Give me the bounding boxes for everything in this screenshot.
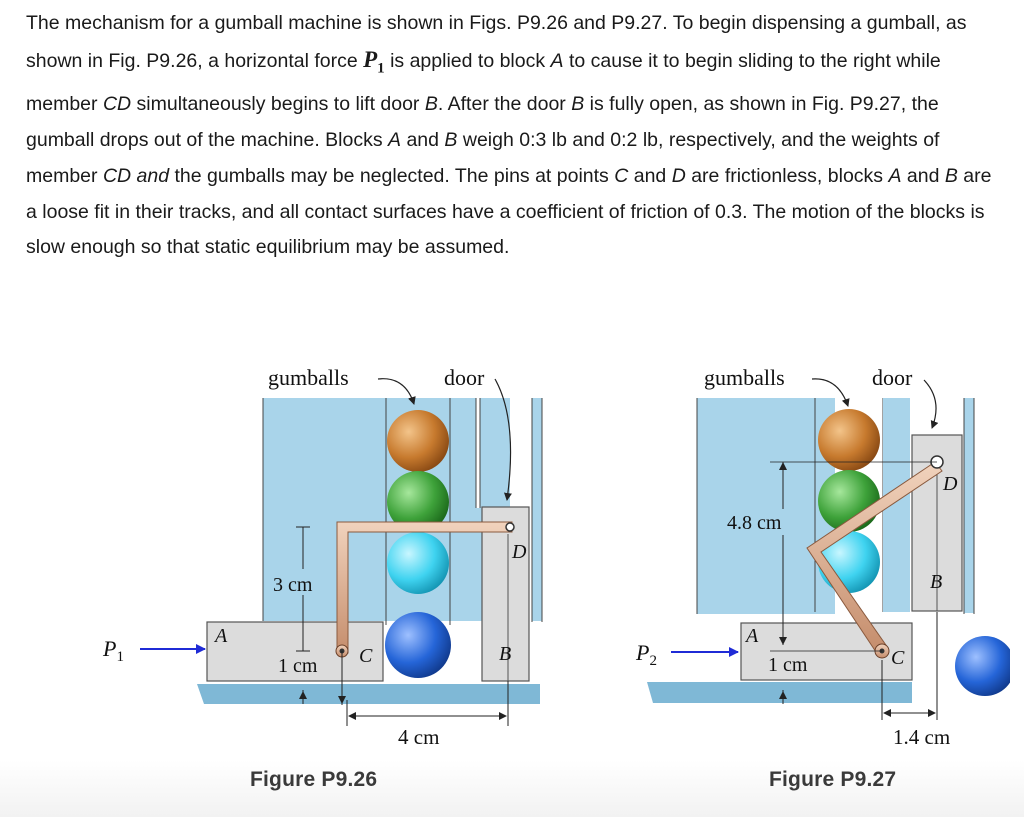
falling-gumball [955,636,1015,696]
figure-p9-26-caption: Figure P9.26 [250,768,378,791]
gumball [818,409,880,471]
dim-4-8cm-label: 4.8 cm [727,512,782,534]
gumball [387,532,449,594]
force-p2-label: P2 [635,640,657,669]
gumball [387,471,449,533]
figure-p9-26: 3 cm 1 cm 4 cm gumballs door A C D B P1 [102,365,543,749]
label-c: C [891,647,905,669]
label-d: D [942,473,958,495]
door-label: door [872,365,913,390]
label-d: D [511,541,527,563]
figure-p9-27: 4.8 cm 1 cm 1.4 cm gumballs door A C D B… [635,365,1024,749]
figures: 3 cm 1 cm 4 cm gumballs door A C D B P1 [102,365,1024,749]
label-b: B [930,571,942,593]
problem-statement: The mechanism for a gumball machine is s… [26,12,992,259]
dim-1cm-label: 1 cm [768,654,808,676]
dim-1cm-label: 1 cm [278,655,318,677]
dim-3cm-label: 3 cm [273,574,313,596]
problem-text: The mechanism for a gumball machine is s… [26,12,967,72]
gumball [385,612,451,678]
gumball [387,410,449,472]
block-a [206,621,384,682]
gumball-reservoir [697,398,835,614]
machine-base [197,684,540,704]
door-label: door [444,365,485,390]
label-c: C [359,645,373,667]
machine-base [647,682,912,703]
figure-p9-27-caption: Figure P9.27 [769,768,897,791]
force-p1-label: P1 [102,636,124,665]
force-symbol: P1 [363,46,385,77]
label-b: B [499,643,511,665]
dim-4cm-label: 4 cm [398,725,439,749]
label-a: A [744,625,759,647]
gumballs-label: gumballs [268,365,349,390]
bottom-fade [0,760,1024,817]
dim-1-4cm-label: 1.4 cm [893,725,950,749]
gumballs-label: gumballs [704,365,785,390]
pin-d [505,522,515,532]
door-b [481,506,530,682]
label-a: A [213,625,228,647]
